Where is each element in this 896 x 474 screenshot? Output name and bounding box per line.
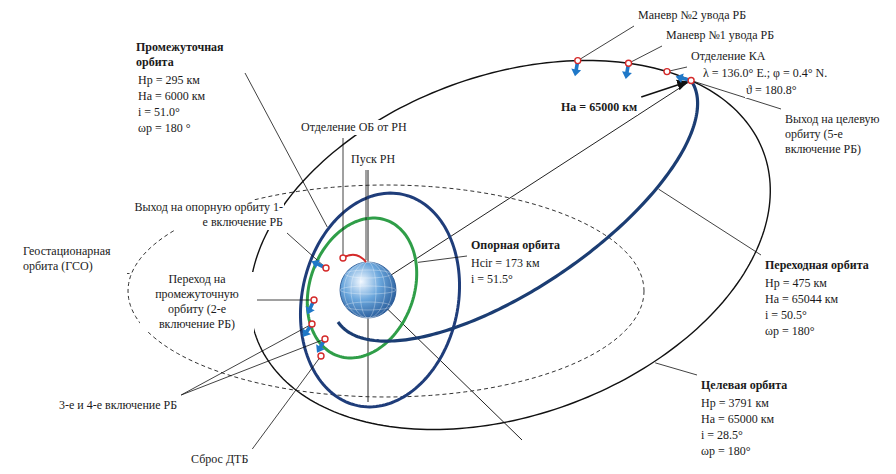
leader-line (181, 325, 310, 395)
burn-arrow (309, 257, 328, 273)
event-marker (688, 78, 694, 84)
leader-line (659, 189, 761, 255)
event-label: Выход на целевую орбиту (5-е включение Р… (784, 112, 884, 157)
event-marker (340, 255, 346, 261)
geostationary-orbit (128, 185, 644, 397)
orbit-title: Геостационарная орбита (ГСО) (22, 244, 124, 274)
earth-globe (340, 262, 396, 318)
orbit-parameter: Ha = 6000 км (137, 89, 206, 104)
event-label: Отделение КА (690, 49, 766, 64)
event-label: 3-е и 4-е включение РБ (58, 398, 178, 413)
leader-line (181, 340, 323, 395)
earth-meridian (344, 262, 392, 318)
leader-line (655, 363, 697, 375)
coordinate-note: ϑ = 180.8° (745, 83, 798, 98)
orbit-title: Целевая орбита (700, 378, 788, 393)
leader-line (252, 358, 320, 449)
leader-line (127, 273, 130, 274)
leader-line (418, 256, 467, 262)
burn-arrow (303, 298, 319, 317)
target-orbit (250, 60, 771, 429)
orbit-parameter: Hp = 295 км (137, 73, 201, 88)
event-marker (309, 321, 315, 327)
leader-line (579, 26, 634, 60)
earth-parallel (345, 270, 391, 278)
orbit-parameter: i = 28.5° (700, 428, 744, 443)
leader-line (630, 46, 662, 62)
event-marker (626, 60, 632, 66)
orbit-title: Промежуточная орбита (135, 40, 242, 70)
orbit-parameter: Hp = 475 км (764, 276, 828, 291)
event-marker (323, 265, 329, 271)
orbit-parameter: i = 51.5° (470, 272, 514, 287)
axis-line (368, 290, 522, 440)
event-label: Переход на промежуточную орбиту (2-е вкл… (140, 272, 254, 332)
orbit-parameter: ωp = 180° (700, 444, 751, 459)
leader-line (366, 170, 367, 260)
event-label: Маневр №2 увода РБ (637, 8, 747, 23)
earth-parallel (340, 286, 396, 294)
leader-line (669, 67, 687, 71)
event-marker (664, 69, 670, 75)
orbit-parameter: Hp = 3791 км (700, 396, 770, 411)
event-marker (318, 353, 324, 359)
leader-line (343, 138, 344, 256)
event-label: Выход на опорную орбиту 1-е включение РБ (130, 200, 284, 230)
event-marker (322, 336, 328, 342)
intermediate-orbit (300, 193, 459, 407)
event-marker (575, 58, 581, 64)
orbit-parameter: Ha = 65044 км (764, 292, 839, 307)
orbit-title: Опорная орбита (470, 238, 561, 253)
event-label: Сброс ДТБ (190, 452, 249, 467)
orbit-parameter: i = 50.5° (764, 308, 808, 323)
orbit-title: Переходная орбита (764, 258, 870, 273)
earth-parallel (345, 302, 391, 310)
event-label: Отделение ОБ от РН (300, 120, 408, 135)
orbit-parameter: i = 51.0° (137, 105, 181, 120)
orbit-parameter: Hcir = 173 км (470, 256, 541, 271)
leader-line (257, 300, 312, 301)
orbit-parameter: ωp = 180 ° (137, 121, 191, 136)
orbit-parameter: Ha = 65000 км (700, 412, 775, 427)
event-label: Пуск РН (350, 152, 396, 167)
apogee-height: Ha = 65000 км (560, 100, 638, 115)
leader-line (641, 82, 687, 97)
coordinate-note: λ = 136.0° E.; φ = 0.4° N. (702, 66, 828, 81)
event-label: Маневр №1 увода РБ (665, 28, 775, 43)
orbit-parameter: ωp = 180° (764, 324, 815, 339)
event-marker (311, 297, 317, 303)
burn-arrow (299, 321, 316, 340)
